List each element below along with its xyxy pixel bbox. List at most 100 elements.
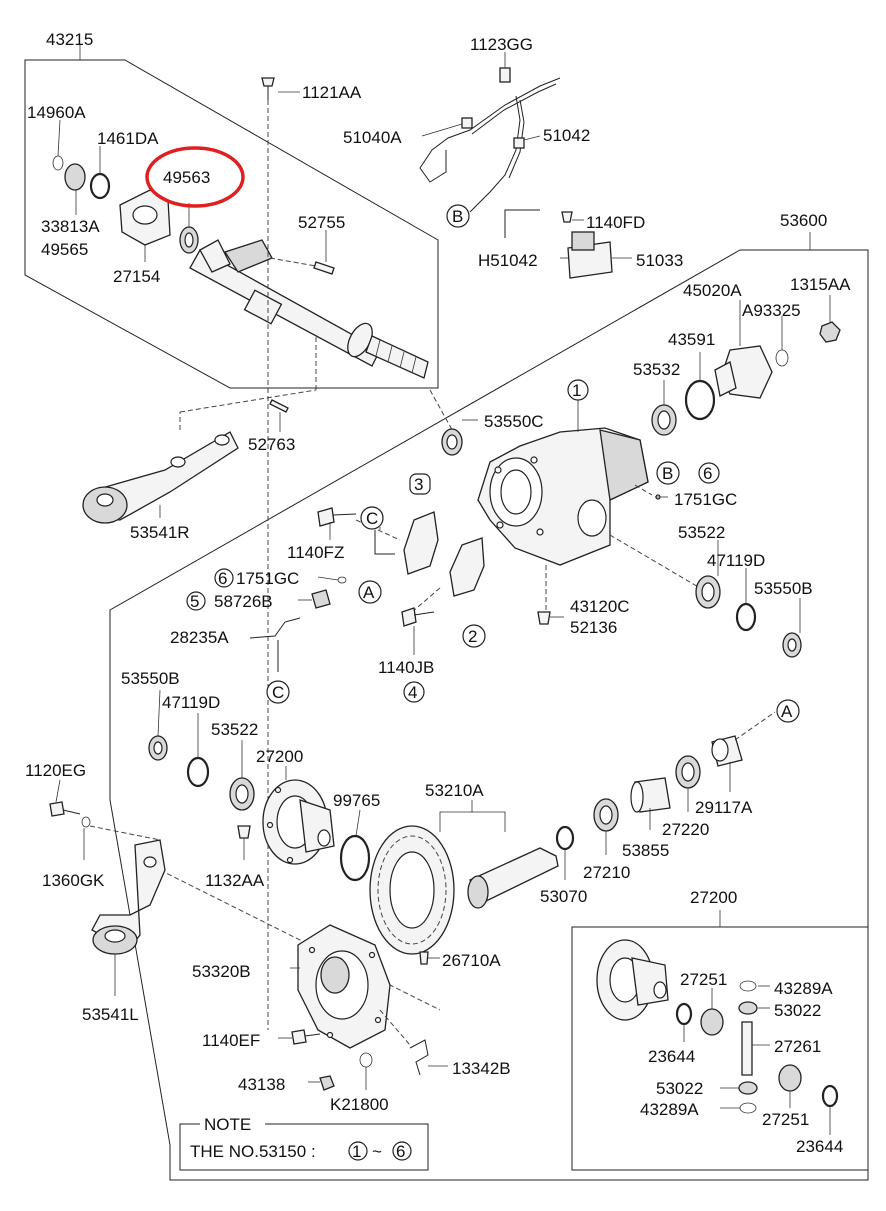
label-53550B-a: 53550B xyxy=(754,579,813,598)
label-K21800: K21800 xyxy=(330,1095,389,1114)
label-26710A: 26710A xyxy=(442,951,501,970)
marker-3: 3 xyxy=(409,473,431,495)
label-53070: 53070 xyxy=(540,887,587,906)
marker-6-b: 6 xyxy=(214,568,234,588)
label-H51042: H51042 xyxy=(478,251,538,270)
marker-C-1: C xyxy=(360,506,384,530)
svg-text:6: 6 xyxy=(703,464,712,483)
marker-1: 1 xyxy=(567,379,589,401)
svg-text:6: 6 xyxy=(218,569,227,588)
svg-text:C: C xyxy=(366,509,378,528)
bearing-cap-3-part xyxy=(403,511,439,575)
marker-B-2: B xyxy=(656,461,680,485)
rear-cover-part xyxy=(297,924,391,1049)
hose-H51042-part xyxy=(504,209,540,238)
marker-C-2: C xyxy=(266,680,290,704)
label-23644-b: 23644 xyxy=(796,1137,843,1156)
label-53320B: 53320B xyxy=(192,962,251,981)
mount-bracket-53541R-part xyxy=(82,431,239,524)
carrier-housing-part xyxy=(477,427,649,612)
shaft-group-outline xyxy=(24,59,439,389)
washer-K21800-part xyxy=(359,1052,373,1068)
label-13342B: 13342B xyxy=(452,1059,511,1078)
bolt-1140FZ-part xyxy=(317,507,335,527)
label-53210A: 53210A xyxy=(425,781,484,800)
group-label-43215: 43215 xyxy=(46,30,93,49)
label-1132AA: 1132AA xyxy=(205,871,265,890)
label-53550C: 53550C xyxy=(484,412,544,431)
label-53022-b: 53022 xyxy=(656,1079,703,1098)
label-53541L: 53541L xyxy=(82,1005,139,1024)
ring-14960A-part xyxy=(52,155,64,171)
bearing-cap-2-part xyxy=(449,537,485,597)
label-53855: 53855 xyxy=(622,841,669,860)
label-53522-a: 53522 xyxy=(678,523,725,542)
bolt-1132AA-part xyxy=(237,825,251,839)
label-53522-b: 53522 xyxy=(211,720,258,739)
label-1120EG: 1120EG xyxy=(25,761,86,780)
ring-47119D-part-a xyxy=(735,602,757,632)
gear-53022-part-a xyxy=(738,1001,758,1015)
label-1461DA: 1461DA xyxy=(97,129,159,148)
group-label-53600: 53600 xyxy=(780,211,827,230)
label-27210: 27210 xyxy=(583,863,630,882)
bolt-26710A-part xyxy=(419,951,429,965)
label-51040A: 51040A xyxy=(343,128,402,147)
ring-43591-part xyxy=(684,379,716,421)
label-43120C: 43120C xyxy=(570,597,630,616)
label-27251-b: 27251 xyxy=(762,1110,809,1129)
label-1140FZ: 1140FZ xyxy=(287,543,344,562)
label-1140EF: 1140EF xyxy=(202,1031,260,1050)
note-from: 1 xyxy=(352,1142,361,1161)
shaft-27261-part xyxy=(741,1021,753,1076)
svg-text:4: 4 xyxy=(408,683,417,702)
label-45020A: 45020A xyxy=(683,281,742,300)
note-text: THE NO.53150 : xyxy=(190,1142,316,1161)
label-27251-a: 27251 xyxy=(680,970,727,989)
label-27220: 27220 xyxy=(662,820,709,839)
label-53541R: 53541R xyxy=(130,523,190,542)
marker-6-a: 6 xyxy=(698,462,720,484)
svg-text:A: A xyxy=(781,702,793,721)
bracket-13342B-part xyxy=(409,1039,429,1076)
svg-text:1: 1 xyxy=(572,381,581,400)
washer-A93325-part xyxy=(775,349,789,367)
bolt-1121AA-part xyxy=(261,77,275,87)
drive-shaft-part xyxy=(189,239,429,379)
nut-43138-part xyxy=(319,1075,335,1091)
bolt-1140FD-part xyxy=(561,211,573,223)
label-47119D-a: 47119D xyxy=(707,551,765,570)
label-99765: 99765 xyxy=(333,791,380,810)
label-52136: 52136 xyxy=(570,618,617,637)
marker-4: 4 xyxy=(403,681,425,703)
label-1751GC-a: 1751GC xyxy=(674,490,737,509)
bolt-43120C-part xyxy=(537,611,551,625)
marker-2: 2 xyxy=(462,624,486,648)
label-49565: 49565 xyxy=(41,240,88,259)
bolt-1140JB-part xyxy=(401,607,417,627)
washer-23644-part-b xyxy=(821,1084,839,1108)
ring-1461DA-part xyxy=(89,172,111,200)
washer-43289A-part-b xyxy=(739,1102,757,1114)
label-52763: 52763 xyxy=(248,435,295,454)
diff-case-detail-part xyxy=(596,939,669,1021)
marker-B-1: B xyxy=(446,204,470,228)
carrier-group-outline xyxy=(109,249,869,1181)
svg-text:B: B xyxy=(662,464,673,483)
label-A93325: A93325 xyxy=(742,301,801,320)
highlight-circle-49563 xyxy=(145,146,245,208)
ring-47119D-part-b xyxy=(186,756,210,788)
hose-C-part xyxy=(374,530,395,555)
marker-A-1: A xyxy=(358,580,382,604)
fitting-58726B-part xyxy=(311,589,331,609)
label-1360GK: 1360GK xyxy=(42,871,105,890)
bolt-1120EG-part xyxy=(49,801,65,817)
marker-A-2: A xyxy=(776,699,800,723)
label-51033: 51033 xyxy=(636,251,683,270)
bracket-51033-part xyxy=(567,241,613,279)
gear-27251-part-a xyxy=(700,1008,724,1036)
washer-1360GK-part xyxy=(81,816,91,828)
svg-text:2: 2 xyxy=(468,627,477,646)
note-title: NOTE xyxy=(204,1115,251,1134)
